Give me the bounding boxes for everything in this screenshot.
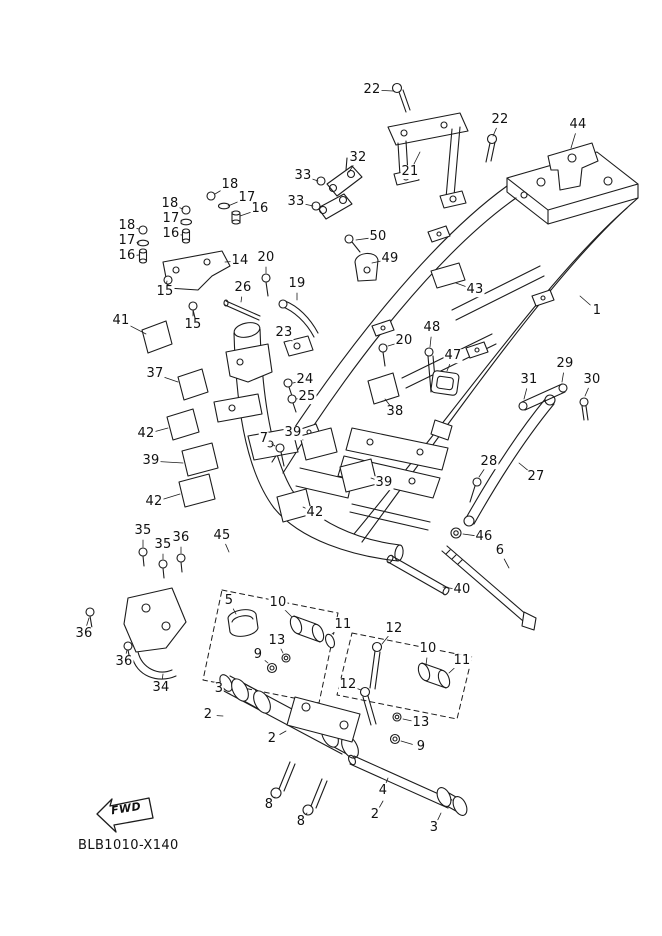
part-label-18: 18 — [117, 218, 137, 234]
part-label-35: 35 — [133, 523, 153, 539]
part-label-12: 12 — [384, 621, 404, 637]
small-stays-art — [223, 157, 379, 357]
part-label-50: 50 — [368, 229, 388, 245]
part-label-10: 10 — [268, 595, 288, 611]
part-label-30: 30 — [582, 372, 602, 388]
part-label-25: 25 — [297, 389, 317, 405]
sticker-flags-art — [141, 262, 466, 523]
part-label-26: 26 — [233, 280, 253, 296]
part-label-39: 39 — [283, 425, 303, 441]
top-brackets-art — [387, 82, 599, 209]
part-label-33: 33 — [286, 194, 306, 210]
part-label-48: 48 — [422, 320, 442, 336]
part-label-17: 17 — [161, 211, 181, 227]
part-label-37: 37 — [145, 366, 165, 382]
part-label-46: 46 — [474, 529, 494, 545]
part-label-13: 13 — [267, 633, 287, 649]
part-label-21: 21 — [400, 164, 420, 180]
part-label-29: 29 — [555, 356, 575, 372]
part-label-45: 45 — [212, 528, 232, 544]
diagram-code: BLB1010-X140 — [78, 838, 179, 853]
part-label-22: 22 — [362, 82, 382, 98]
fastener-stacks-art — [136, 191, 241, 323]
part-label-39: 39 — [141, 453, 161, 469]
part-label-36: 36 — [171, 530, 191, 546]
part-label-47: 47 — [443, 348, 463, 364]
engine-mount-art — [202, 589, 473, 816]
part-label-8: 8 — [263, 797, 275, 813]
part-label-36: 36 — [114, 654, 134, 670]
part-label-18: 18 — [220, 177, 240, 193]
part-label-38: 38 — [385, 404, 405, 420]
part-label-3: 3 — [428, 820, 440, 836]
part-label-11: 11 — [333, 617, 353, 633]
part-label-24: 24 — [295, 372, 315, 388]
part-label-6: 6 — [494, 543, 506, 559]
part-label-44: 44 — [568, 117, 588, 133]
part-label-10: 10 — [418, 641, 438, 657]
part-label-8: 8 — [295, 814, 307, 830]
part-label-17: 17 — [237, 190, 257, 206]
part-label-31: 31 — [519, 372, 539, 388]
part-label-11: 11 — [452, 653, 472, 669]
part-label-34: 34 — [151, 680, 171, 696]
part-label-7: 7 — [258, 431, 270, 447]
part-label-15: 15 — [155, 284, 175, 300]
part-label-20: 20 — [394, 333, 414, 349]
part-label-32: 32 — [348, 150, 368, 166]
part-label-17: 17 — [117, 233, 137, 249]
part-label-2: 2 — [202, 707, 214, 723]
part-label-18: 18 — [160, 196, 180, 212]
part-label-2: 2 — [266, 731, 278, 747]
left-bracket-art — [85, 547, 187, 680]
fwd-indicator: FWD — [94, 792, 156, 834]
part-label-27: 27 — [526, 469, 546, 485]
part-label-42: 42 — [144, 494, 164, 510]
part-label-16: 16 — [161, 226, 181, 242]
part-label-23: 23 — [274, 325, 294, 341]
part-label-14: 14 — [230, 253, 250, 269]
part-label-39: 39 — [374, 475, 394, 491]
part-label-40: 40 — [452, 582, 472, 598]
part-label-16: 16 — [117, 248, 137, 264]
part-label-13: 13 — [411, 715, 431, 731]
fwd-arrow-icon — [96, 797, 154, 833]
part-label-49: 49 — [380, 251, 400, 267]
part-label-42: 42 — [305, 505, 325, 521]
part-label-41: 41 — [111, 313, 131, 329]
part-label-22: 22 — [490, 112, 510, 128]
part-label-5: 5 — [223, 593, 235, 609]
part-label-15: 15 — [183, 317, 203, 333]
part-label-4: 4 — [377, 783, 389, 799]
part-label-16: 16 — [250, 201, 270, 217]
long-bolt-art — [386, 527, 537, 631]
part-label-12: 12 — [338, 677, 358, 693]
part-label-33: 33 — [293, 168, 313, 184]
part-label-43: 43 — [465, 282, 485, 298]
part-label-9: 9 — [415, 739, 427, 755]
part-label-28: 28 — [479, 454, 499, 470]
part-label-1: 1 — [591, 303, 603, 319]
part-label-42: 42 — [136, 426, 156, 442]
part-label-20: 20 — [256, 250, 276, 266]
part-label-2: 2 — [369, 807, 381, 823]
part-label-35: 35 — [153, 537, 173, 553]
right-stays-art — [261, 273, 589, 527]
part-label-9: 9 — [252, 647, 264, 663]
part-label-3: 3 — [213, 681, 225, 697]
part-label-36: 36 — [74, 626, 94, 642]
part-label-19: 19 — [287, 276, 307, 292]
